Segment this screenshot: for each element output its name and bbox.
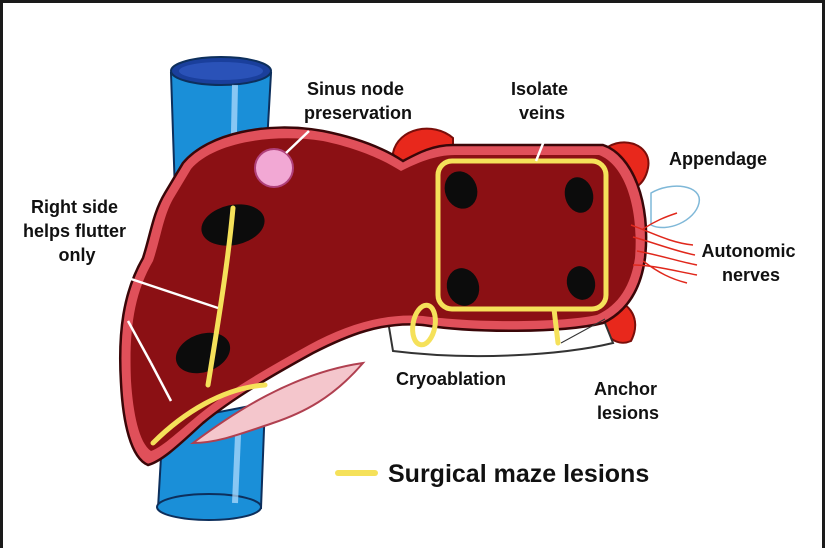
legend: Surgical maze lesions [338,460,649,488]
label-anchor-lesions: Anchor lesions [594,379,662,423]
label-appendage: Appendage [669,149,767,169]
legend-label: Surgical maze lesions [388,460,649,488]
label-autonomic-nerves: Autonomic nerves [701,241,800,285]
label-cryoablation: Cryoablation [396,369,506,389]
label-isolate-veins: Isolate veins [511,79,573,123]
label-right-side: Right side helps flutter only [23,197,131,265]
appendage-tip [651,186,699,227]
maze-procedure-diagram: Sinus node preservation Isolate veins Ap… [3,3,825,551]
label-sinus-node: Sinus node preservation [304,79,412,123]
sinus-node [255,149,293,187]
